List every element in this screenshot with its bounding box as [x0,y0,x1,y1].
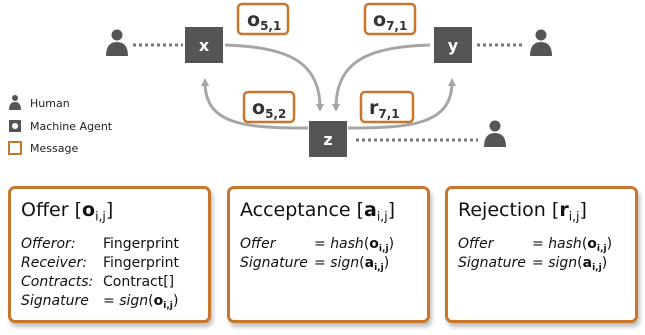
offer-offeror-row: Offeror:Fingerprint [21,236,179,252]
agent-z: z [309,121,347,157]
acceptance-signature-row: Signature = sign(ai,j) [240,255,390,274]
message-o-5-2: o5,2 [242,90,296,124]
legend-message-label: Message [30,142,78,155]
human-icon [106,29,128,56]
agent-y: y [434,27,472,63]
acceptance-card-title: Acceptance [ai,j] [240,199,396,224]
legend-machine-agent-label: Machine Agent [30,120,113,133]
legend-human-label: Human [30,97,70,110]
network-diagram: x y z o5,1 o7,1 o5,2 r7,1 Human Machine [8,2,552,157]
offer-signature-row: Signature = sign(oi,j) [21,293,179,312]
legend-message-icon [8,141,22,155]
svg-text:o7,1: o7,1 [373,9,407,33]
svg-text:x: x [199,36,210,55]
arrow-z-to-x [201,78,309,130]
rejection-card: Rejection [ri,j] Offer = hash(oi,j) Sign… [445,186,638,323]
human-icon [530,29,552,56]
rejection-card-title: Rejection [ri,j] [458,199,587,224]
legend-human-icon [9,95,21,110]
svg-text:o5,1: o5,1 [247,9,281,33]
rejection-offer-row: Offer = hash(oi,j) [458,236,613,255]
arrow-y-to-z [332,43,431,112]
arrow-z-to-y [347,78,456,130]
svg-text:z: z [323,130,332,149]
offer-card-title: Offer [oi,j] [21,199,114,224]
offer-card: Offer [oi,j] Offeror:Fingerprint Receive… [8,186,211,323]
acceptance-offer-row: Offer = hash(oi,j) [240,236,395,255]
arrow-x-to-z [224,43,324,112]
svg-text:o5,2: o5,2 [252,97,286,121]
legend: Human Machine Agent Message [8,95,113,155]
message-o-5-1: o5,1 [236,2,290,36]
offer-contracts-row: Contracts:Contract[] [21,274,175,290]
acceptance-card: Acceptance [ai,j] Offer = hash(oi,j) Sig… [227,186,430,323]
offer-receiver-row: Receiver:Fingerprint [21,255,179,271]
human-icon [484,120,506,147]
svg-text:r7,1: r7,1 [369,97,400,121]
rejection-signature-row: Signature = sign(ai,j) [458,255,608,274]
agent-x: x [185,27,223,63]
message-r-7-1: r7,1 [359,90,415,124]
message-o-7-1: o7,1 [363,2,417,36]
svg-text:y: y [448,36,459,55]
legend-machine-agent-icon [9,120,21,132]
